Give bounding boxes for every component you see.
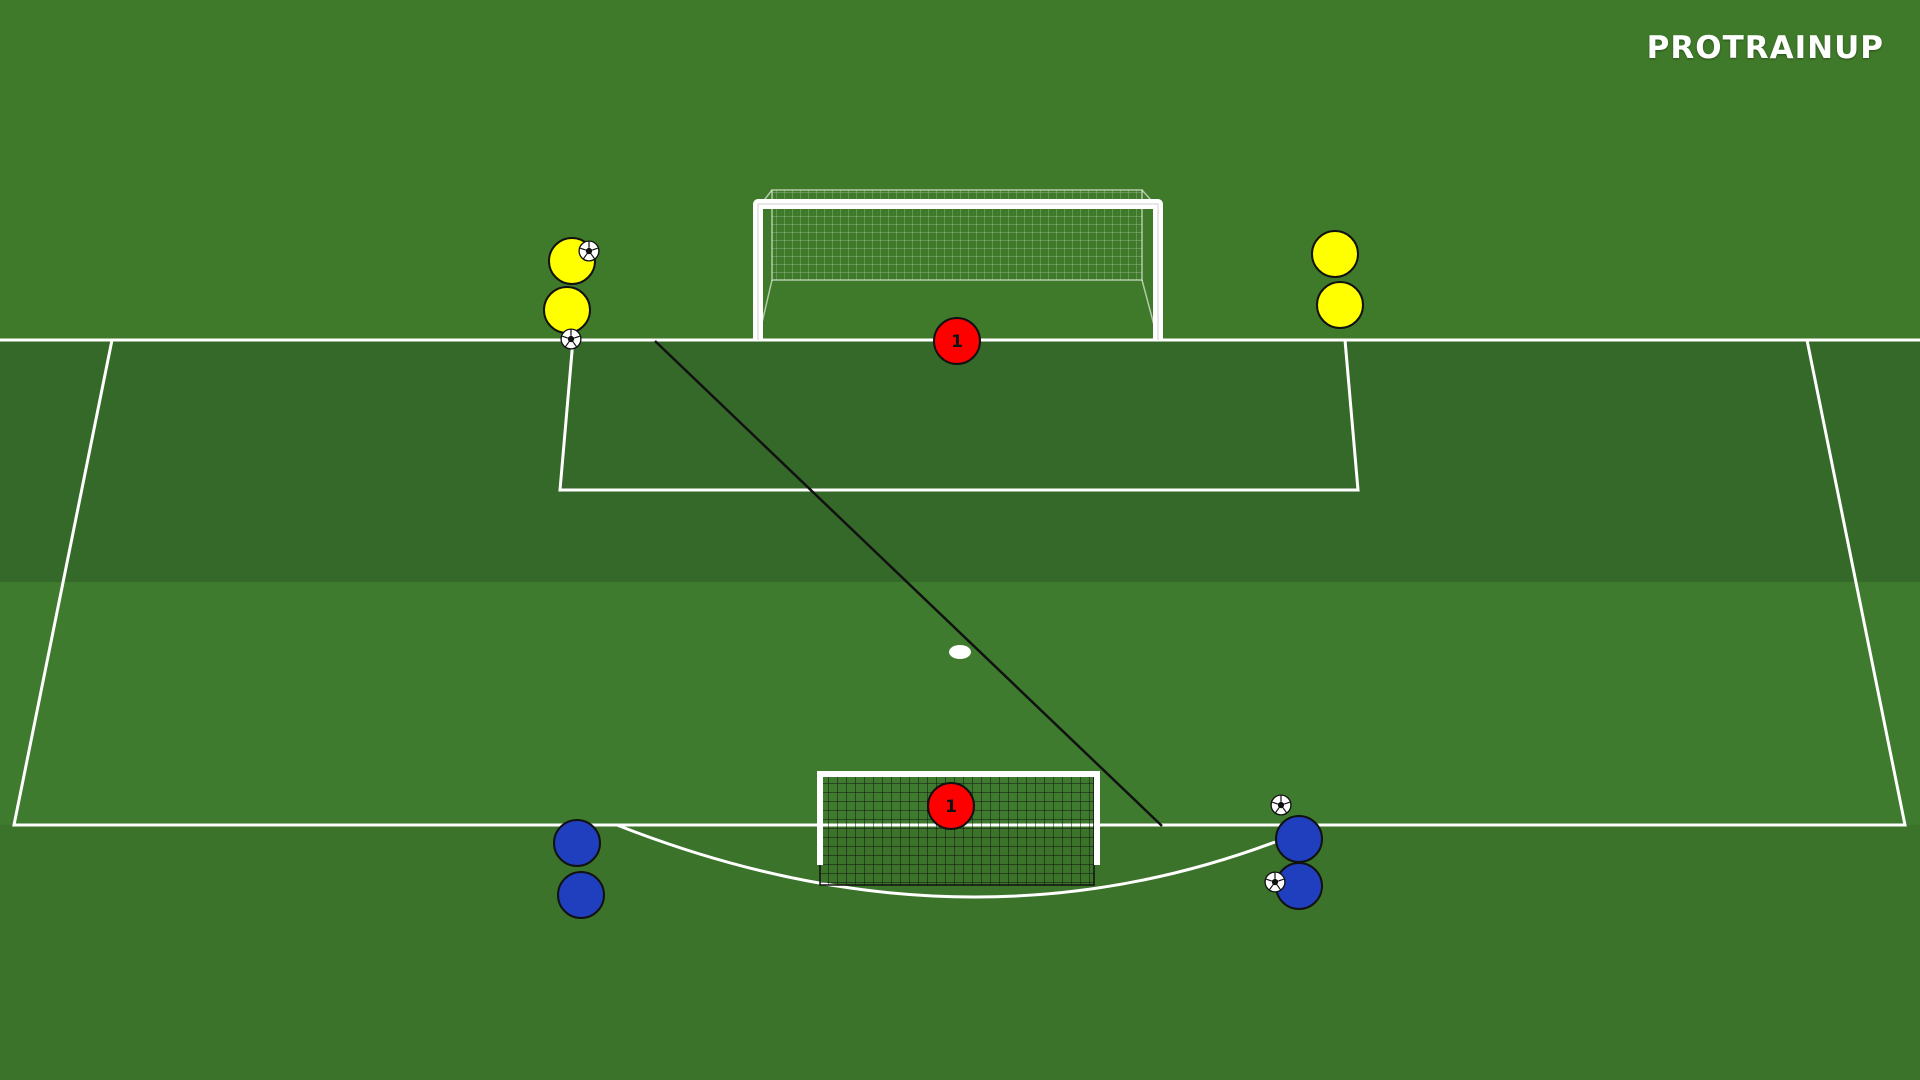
mini-goal-frame-icon [817, 771, 1100, 865]
goalkeeper-bottom-label: 1 [945, 797, 957, 817]
soccer-ball-icon[interactable] [1270, 794, 1292, 816]
penalty-arc [616, 823, 1276, 899]
soccer-ball-icon[interactable] [1264, 871, 1286, 893]
penalty-spot [949, 645, 971, 659]
yellow-player[interactable] [1311, 230, 1359, 278]
soccer-ball-icon[interactable] [578, 240, 600, 262]
yellow-player[interactable] [543, 286, 591, 334]
passing-lane-line [654, 340, 1163, 827]
grass-stripe-dark [0, 340, 1920, 582]
goalkeeper-top-label: 1 [951, 332, 963, 352]
goalkeeper-top[interactable]: 1 [933, 317, 981, 365]
blue-player[interactable] [553, 819, 601, 867]
main-goal [753, 189, 1163, 341]
goalkeeper-bottom[interactable]: 1 [927, 782, 975, 830]
soccer-ball-icon[interactable] [560, 328, 582, 350]
blue-player[interactable] [557, 871, 605, 919]
goal-area-line [558, 339, 1360, 492]
protrainup-logo: PROTRAINUP [1646, 30, 1884, 66]
blue-player[interactable] [1275, 815, 1323, 863]
yellow-player[interactable] [1316, 281, 1364, 329]
